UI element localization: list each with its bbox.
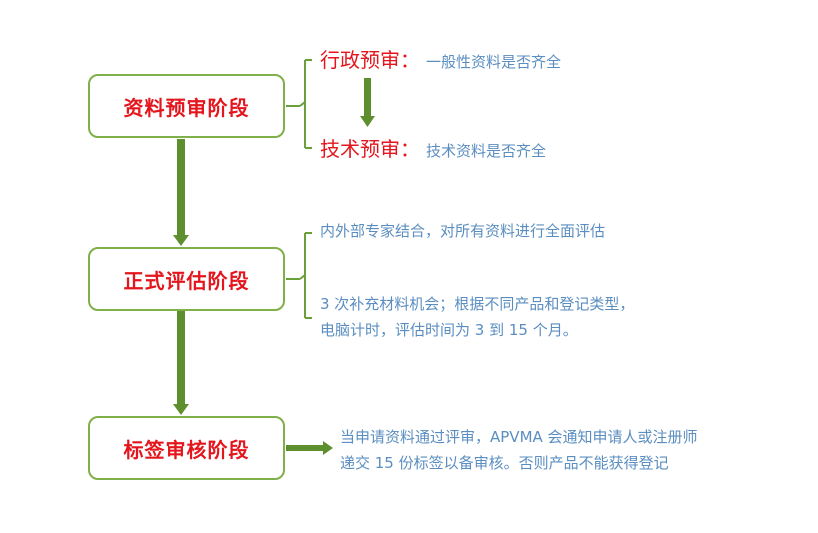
arrow-admin-to-tech (360, 78, 375, 127)
sub-step-administrative: 行政预审： 一般性资料是否齐全 (320, 44, 561, 73)
stage3-note-line: 当申请资料通过评审，APVMA 会通知申请人或注册师 (340, 428, 698, 446)
sub-step-title: 行政预审： (320, 48, 420, 72)
arrow-stage3-to-note (286, 441, 333, 455)
stage2-note-line: 电脑计时，评估时间为 3 到 15 个月。 (320, 321, 578, 339)
sub-step-technical: 技术预审： 技术资料是否齐全 (320, 133, 546, 162)
bracket-stage2 (286, 232, 312, 319)
stage-label: 正式评估阶段 (123, 268, 250, 293)
arrow-stage1-to-stage2 (173, 139, 189, 246)
arrow-stage2-to-stage3 (173, 311, 189, 415)
sub-step-desc: 一般性资料是否齐全 (426, 53, 562, 71)
stage-box-formal-evaluation: 正式评估阶段 (88, 247, 285, 311)
stage-box-pre-review: 资料预审阶段 (88, 74, 285, 138)
stage-label: 标签审核阶段 (123, 437, 250, 462)
stage-label: 资料预审阶段 (123, 95, 250, 120)
sub-step-desc: 技术资料是否齐全 (426, 142, 547, 160)
stage3-note-line: 递交 15 份标签以备审核。否则产品不能获得登记 (340, 454, 669, 472)
bracket-stage1 (286, 59, 312, 149)
sub-step-title: 技术预审： (320, 137, 420, 161)
stage2-note-line: 内外部专家结合，对所有资料进行全面评估 (320, 222, 606, 240)
stage2-note-line: 3 次补充材料机会；根据不同产品和登记类型， (320, 295, 635, 313)
stage-box-label-review: 标签审核阶段 (88, 416, 285, 480)
